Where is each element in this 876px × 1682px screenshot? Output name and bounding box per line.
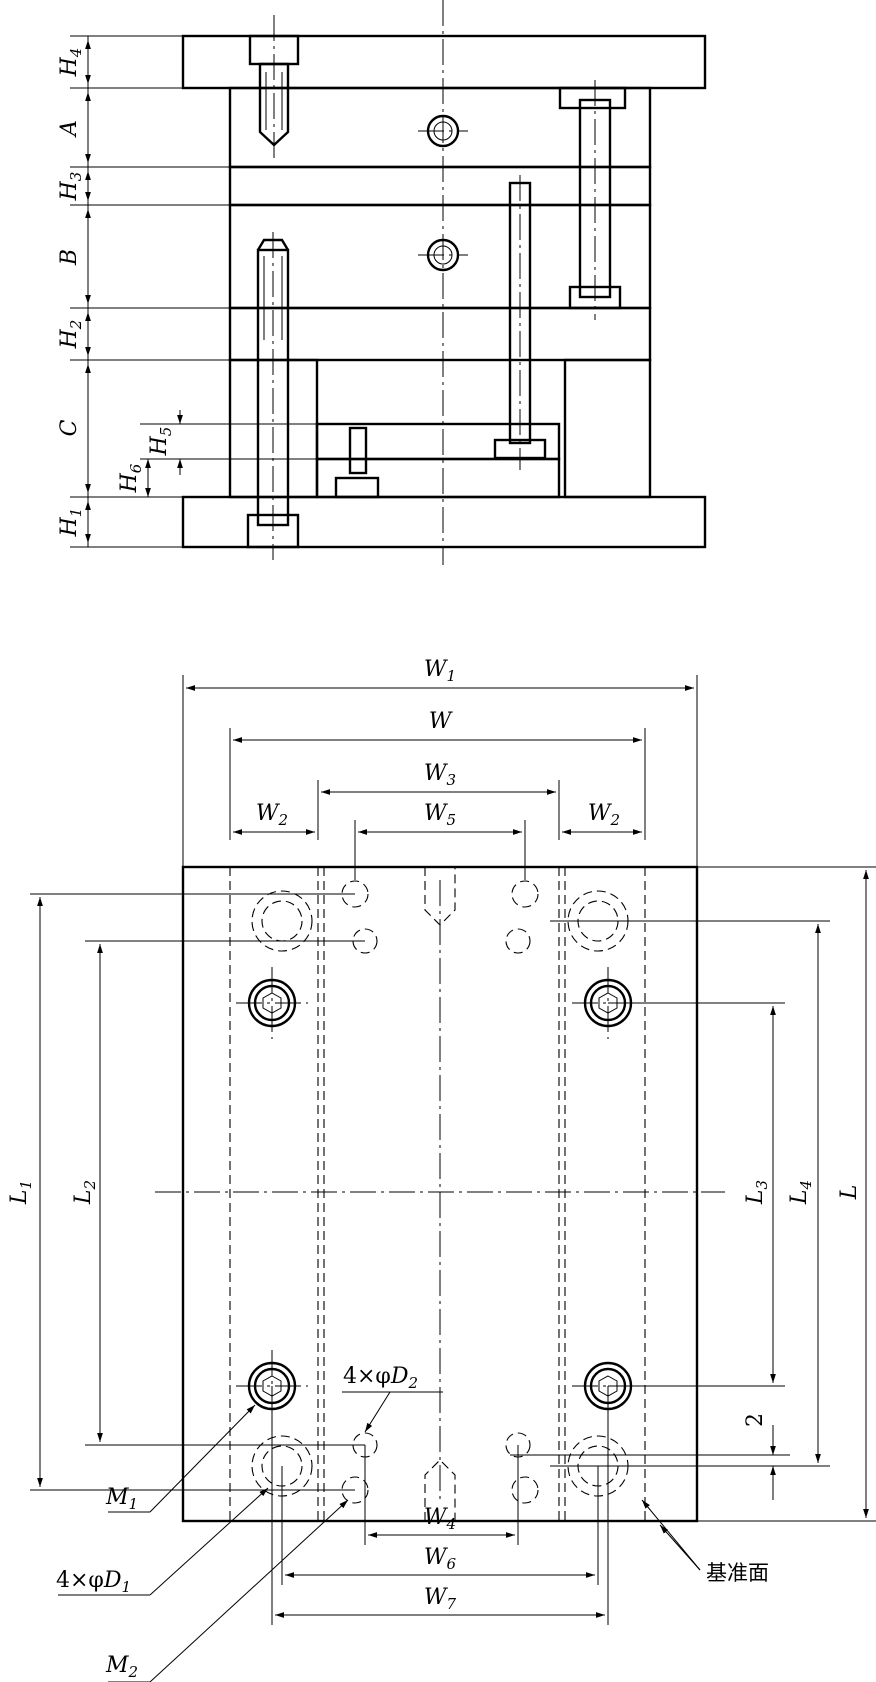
ejector-screw-head	[334, 476, 380, 499]
label-gap-2: 2	[743, 1413, 768, 1427]
label-l2: L2	[71, 1180, 99, 1205]
label-h1: H1	[57, 508, 85, 538]
label-h4: H4	[57, 48, 85, 78]
label-l1: L1	[7, 1180, 35, 1205]
label-w2-right: W2	[588, 801, 620, 829]
spacer-block-right	[563, 358, 652, 499]
label-l4: L4	[787, 1180, 815, 1205]
label-w: W	[429, 709, 454, 734]
label-w7: W7	[424, 1585, 457, 1613]
label-h3: H3	[57, 172, 85, 202]
section-height-labels: H4 A H3 B H2 C H6 H1 H5	[57, 48, 175, 538]
plan-view	[30, 675, 876, 1682]
label-h2: H2	[57, 320, 85, 350]
tapped-hole-bottom	[424, 1459, 456, 1521]
label-w1: W1	[424, 657, 456, 685]
label-w4: W4	[424, 1505, 456, 1533]
core-plate-b	[228, 203, 652, 310]
plan-width-labels: W1 W W3 W5 W2 W2 W4 W6 W7	[256, 657, 620, 1613]
section-view	[70, 0, 707, 565]
callout-m1: M1	[105, 1485, 138, 1513]
bottom-clamp-plate	[181, 495, 707, 549]
callout-4-phi-d2: 4×φD2	[343, 1364, 418, 1392]
label-c: C	[57, 419, 82, 436]
top-screw-body	[258, 62, 290, 147]
label-l3: L3	[743, 1180, 771, 1205]
guide-bushing-head	[558, 86, 627, 110]
callout-leaders	[58, 1391, 701, 1682]
label-w6: W6	[424, 1545, 457, 1573]
label-b: B	[57, 249, 82, 266]
top-clamp-plate	[181, 34, 707, 90]
label-w5: W5	[424, 801, 456, 829]
tapped-hole-top	[424, 867, 456, 926]
label-l: L	[837, 1185, 862, 1201]
label-w2-left: W2	[256, 801, 288, 829]
callout-m2: M2	[105, 1653, 138, 1681]
plate-outline	[181, 865, 699, 1523]
label-w3: W3	[424, 761, 456, 789]
label-a: A	[57, 120, 82, 138]
label-h6: H6	[117, 463, 145, 493]
plan-length-labels: L1 L2 L3 L4 L 2	[7, 1180, 862, 1427]
stripper-plate	[228, 165, 652, 207]
callout-4-phi-d1: 4×φD1	[56, 1568, 131, 1596]
label-h5: H5	[147, 427, 175, 457]
height-extension-lines	[70, 35, 317, 548]
ejector-retainer-plate	[315, 422, 561, 461]
plan-callout-labels: 4×φD2 M1 4×φD1 M2 基准面	[56, 1364, 769, 1681]
datum-surface-label: 基准面	[706, 1561, 769, 1585]
support-plate	[228, 306, 652, 362]
ejector-screw	[348, 426, 368, 475]
